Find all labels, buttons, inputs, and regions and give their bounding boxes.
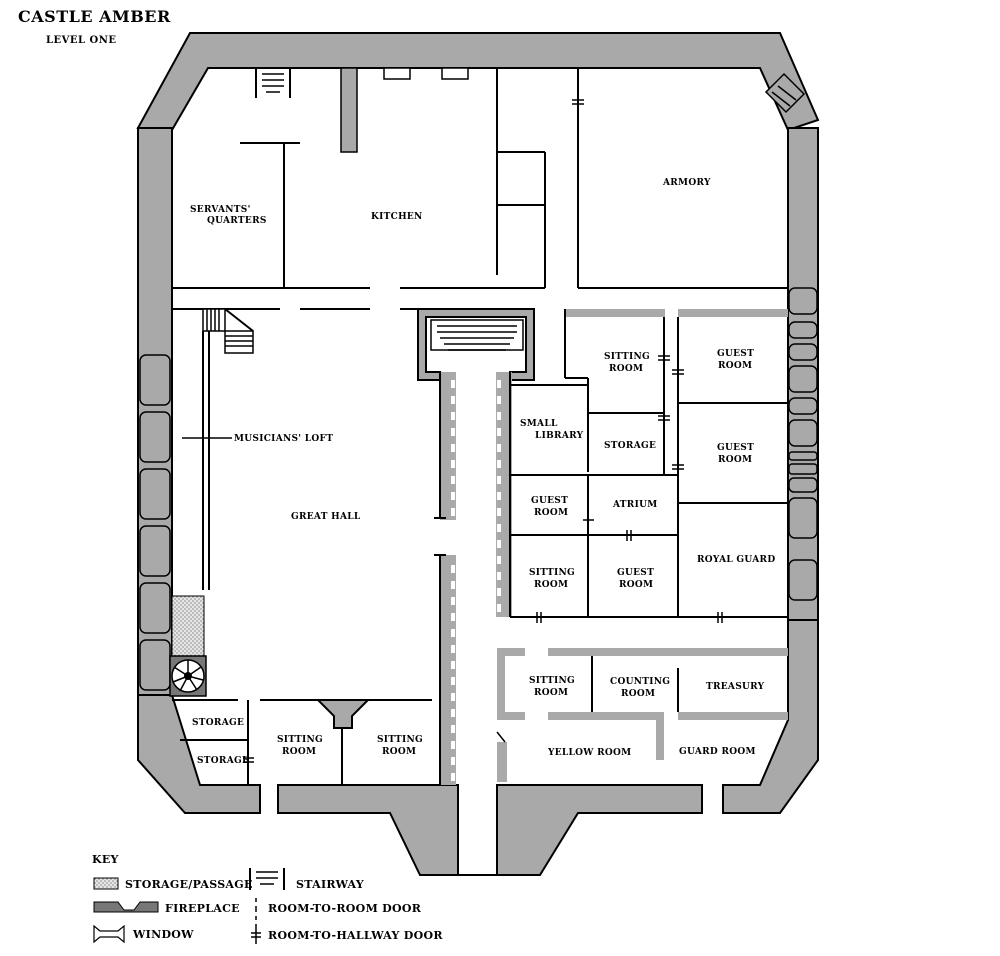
map-legend: KEY STORAGE/PASSAGE FIREPLACE WINDOW STA… [92,853,443,944]
guest-room-3-label-1: GUEST [531,496,568,506]
legend-room-door: ROOM-TO-ROOM DOOR [268,902,422,915]
treasury-label: TREASURY [706,682,765,692]
guest-room-2-label-1: GUEST [717,443,754,453]
sitting-room-2-label-1: SITTING [529,568,575,578]
central-corridor [417,308,535,785]
storage-1-label: STORAGE [604,441,656,451]
storage-swatch [93,877,119,890]
legend-fireplace: FIREPLACE [165,902,240,915]
atrium-label: ATRIUM [612,500,658,510]
guest-room-3-label-2: ROOM [534,508,568,518]
stairway-icon [249,868,285,890]
storage-passage [171,595,205,657]
servants-quarters-label-2: QUARTERS [207,216,267,226]
guard-room-label: GUARD ROOM [679,747,756,757]
legend-hall-door: ROOM-TO-HALLWAY DOOR [268,929,443,942]
guest-room-4-label-1: GUEST [617,568,654,578]
armory-label: ARMORY [662,178,711,188]
map-subtitle: LEVEL ONE [46,35,117,46]
sitting-room-3-label-2: ROOM [534,688,568,698]
room-labels: SERVANTS' QUARTERS KITCHEN ARMORY MUSICI… [190,178,775,766]
hall-door-icon [251,924,261,944]
sitting-room-4-label-1: SITTING [277,735,323,745]
map-title: CASTLE AMBER [18,7,171,26]
storage-3-label: STORAGE [197,756,249,766]
great-hall-label: GREAT HALL [291,512,361,522]
legend-storage: STORAGE/PASSAGE [125,878,253,891]
legend-stairway: STAIRWAY [296,878,364,891]
legend-heading: KEY [92,853,119,866]
yellow-room-label: YELLOW ROOM [547,748,631,758]
musicians-loft-stair [182,308,254,590]
royal-guard-label: ROYAL GUARD [697,555,775,565]
counting-room-label-2: ROOM [621,689,655,699]
window-icon [93,924,125,944]
counting-room-label-1: COUNTING [610,677,670,687]
south-east-walls [496,648,788,782]
east-wing-walls [510,309,788,623]
left-windows [139,354,171,691]
sitting-room-5-label-1: SITTING [377,735,423,745]
sitting-room-4-label-2: ROOM [282,747,316,757]
guest-room-2-label-2: ROOM [718,455,752,465]
spiral-stair [169,655,207,697]
legend-window: WINDOW [132,928,194,941]
servants-quarters-label-1: SERVANTS' [190,205,251,215]
kitchen-label: KITCHEN [371,212,423,222]
fireplace-swatch [93,901,159,913]
sitting-room-1-label-2: ROOM [609,364,643,374]
right-windows [764,72,818,601]
sitting-room-5-label-2: ROOM [382,747,416,757]
small-library-label-2: LIBRARY [535,431,584,441]
guest-room-1-label-1: GUEST [717,349,754,359]
sitting-room-1-label-1: SITTING [604,352,650,362]
sitting-room-2-label-2: ROOM [534,580,568,590]
guest-room-4-label-2: ROOM [619,580,653,590]
small-library-label-1: SMALL [520,419,558,429]
stairway-top [255,68,291,98]
musicians-loft-label: MUSICIANS' LOFT [234,434,333,444]
sitting-room-3-label-1: SITTING [529,676,575,686]
storage-2-label: STORAGE [192,718,244,728]
north-walls [172,67,788,310]
guest-room-1-label-2: ROOM [718,361,752,371]
south-west-walls [172,699,432,785]
